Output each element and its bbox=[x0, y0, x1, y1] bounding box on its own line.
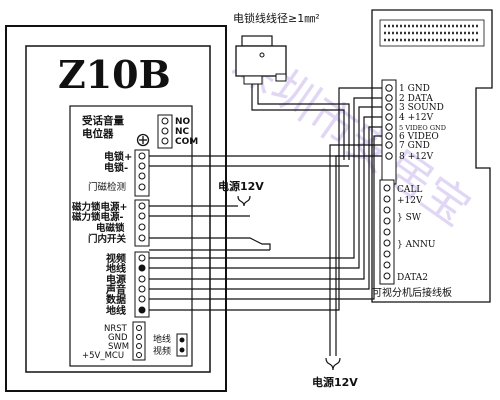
bottom-power-wires bbox=[329, 144, 384, 356]
rear-board-connector-icon bbox=[379, 19, 485, 47]
rear-pin-8: 8 +12V bbox=[399, 152, 434, 162]
video-terminal-block bbox=[134, 251, 150, 318]
rear-pin-3: 3 SOUND bbox=[399, 103, 444, 113]
video-pin-gnd1: 地线 bbox=[106, 262, 126, 275]
rear-board-outline bbox=[371, 9, 493, 303]
debug-swm: SWM bbox=[108, 342, 129, 352]
panel-model: Z10B bbox=[58, 52, 171, 97]
relay-terminals bbox=[161, 117, 169, 145]
debug-terminal-block bbox=[132, 321, 146, 361]
potentiometer-icon bbox=[136, 133, 150, 147]
debug-nrst: NRST bbox=[104, 324, 128, 334]
power-label-bottom: 电源12V bbox=[312, 375, 358, 389]
lock-pin-plus: 电锁+ bbox=[104, 150, 132, 163]
rear-lower-terminals bbox=[383, 184, 391, 280]
rear-board-title: 可视分机后接线板 bbox=[372, 286, 452, 299]
electric-lock-icon bbox=[235, 35, 287, 85]
panel-inner-frame bbox=[25, 45, 211, 373]
video-pin-video: 视频 bbox=[106, 252, 126, 265]
maglock-terminals bbox=[138, 202, 146, 242]
video-pin-data: 数据 bbox=[106, 293, 126, 306]
rear-pin-5: 5 VIDEO GND bbox=[399, 124, 446, 132]
video-pin-power: 电源 bbox=[106, 273, 126, 286]
debug-right-connector bbox=[176, 333, 188, 357]
rear-pin-6: 6 VIDEO bbox=[399, 132, 439, 142]
video-pin-gnd2: 地线 bbox=[106, 304, 126, 317]
maglock-terminal-block bbox=[134, 199, 150, 247]
rear-label-12v: +12V bbox=[397, 196, 423, 206]
rear-label-sw: } SW bbox=[397, 213, 422, 223]
rear-label-annu: } ANNU bbox=[397, 240, 436, 250]
exit-switch-pin: 门内开关 bbox=[88, 233, 127, 245]
debug-terminals bbox=[136, 325, 142, 358]
lock-terminals bbox=[138, 152, 146, 191]
rear-pin-2: 2 DATA bbox=[399, 94, 433, 104]
debug-right-gnd: 地线 bbox=[153, 333, 171, 345]
maglock-pin-plus: 磁力锁电源+ bbox=[72, 201, 127, 213]
debug-5v: +5V_MCU bbox=[82, 351, 124, 361]
emlock-pin: 电磁锁 bbox=[96, 222, 125, 234]
power-mid-brace bbox=[237, 195, 251, 207]
power-bottom-brace bbox=[325, 357, 341, 371]
rear-pin-7: 7 GND bbox=[399, 141, 430, 151]
rear-pin-1: 1 GND bbox=[399, 84, 430, 94]
rear-top-terminals bbox=[385, 84, 393, 160]
panel-outer-frame bbox=[5, 25, 227, 392]
maglock-pin-minus: 磁力锁电源- bbox=[72, 211, 124, 223]
rear-pin-4: 4 +12V bbox=[399, 113, 434, 123]
lock-wires bbox=[149, 84, 350, 167]
relay-pin-com: COM bbox=[175, 137, 198, 147]
video-bus-wires bbox=[149, 87, 384, 311]
video-pin-audio: 声音 bbox=[105, 283, 126, 296]
relay-pin-no: NO bbox=[175, 117, 191, 127]
maglock-wires bbox=[149, 205, 271, 251]
video-terminals bbox=[138, 254, 146, 314]
pot-label-2: 电位器 bbox=[82, 127, 114, 140]
door-sensor-pin: 门磁检测 bbox=[88, 181, 126, 193]
lock-pin-minus: 电锁- bbox=[104, 161, 128, 174]
pcb-board bbox=[69, 105, 193, 367]
rear-label-call: CALL bbox=[397, 185, 422, 195]
pot-label-1: 受话音量 bbox=[82, 114, 124, 127]
relay-pin-nc: NC bbox=[175, 127, 190, 137]
debug-gnd: GND bbox=[108, 333, 128, 343]
power-label-mid: 电源12V bbox=[218, 179, 264, 193]
rear-label-data2: DATA2 bbox=[397, 273, 428, 283]
wire-spec-label: 电锁线线径≥1㎜² bbox=[233, 11, 320, 25]
debug-right-pin-1 bbox=[179, 337, 185, 343]
debug-right-video: 视频 bbox=[153, 345, 171, 357]
debug-right-pin-2 bbox=[179, 347, 185, 353]
